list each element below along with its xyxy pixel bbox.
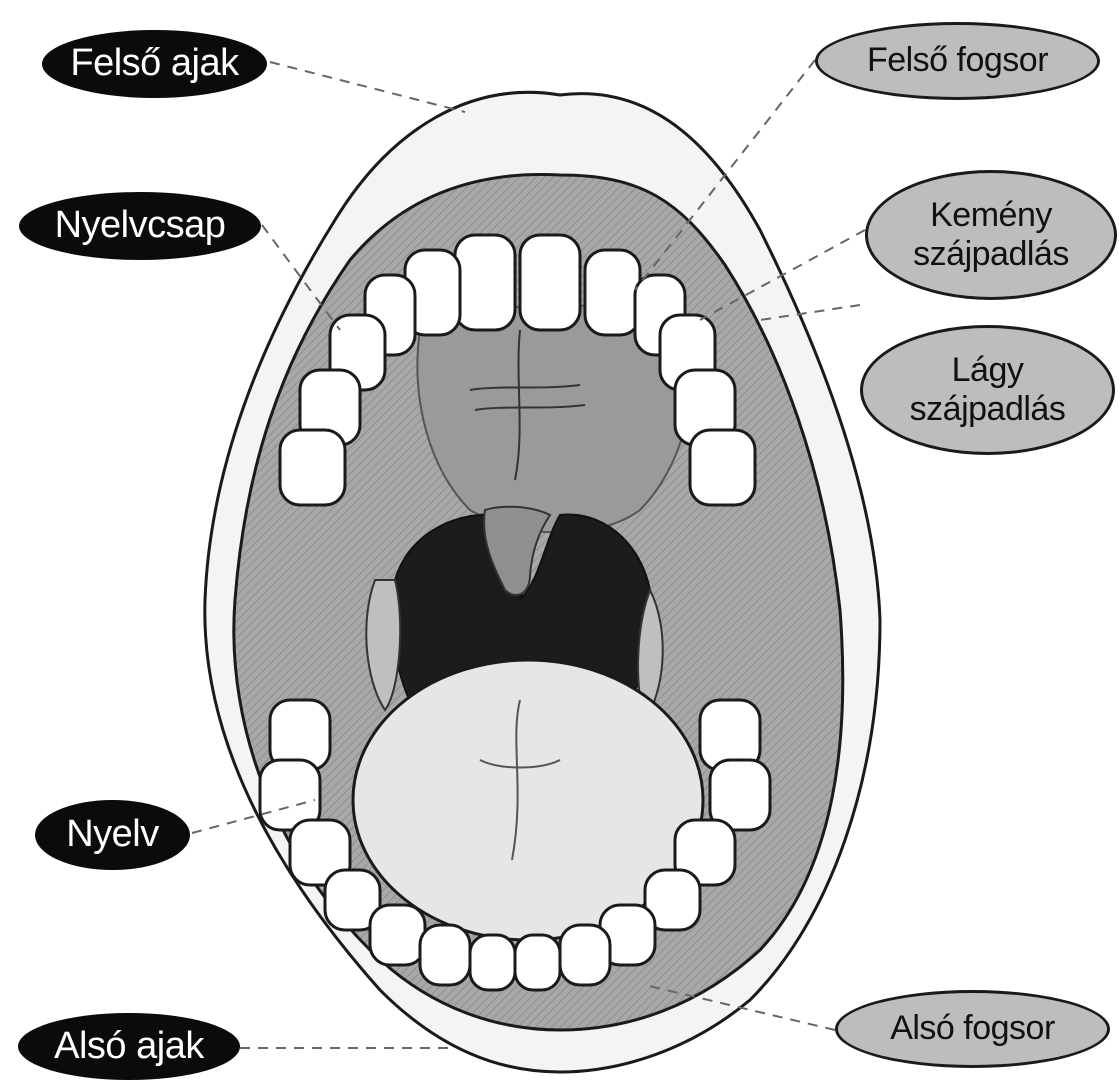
label-also-ajak: Alsó ajak <box>18 1013 240 1080</box>
label-felso-fogsor: Felső fogsor <box>815 22 1100 100</box>
label-lagy-szajpadlas: Lágy szájpadlás <box>860 325 1115 455</box>
label-nyelv: Nyelv <box>35 800 190 870</box>
label-nyelvcsap: Nyelvcsap <box>19 192 261 260</box>
label-also-fogsor: Alsó fogsor <box>835 990 1110 1068</box>
label-kemeny-szajpadlas: Kemény szájpadlás <box>865 170 1117 300</box>
label-felso-ajak: Felső ajak <box>42 30 267 98</box>
